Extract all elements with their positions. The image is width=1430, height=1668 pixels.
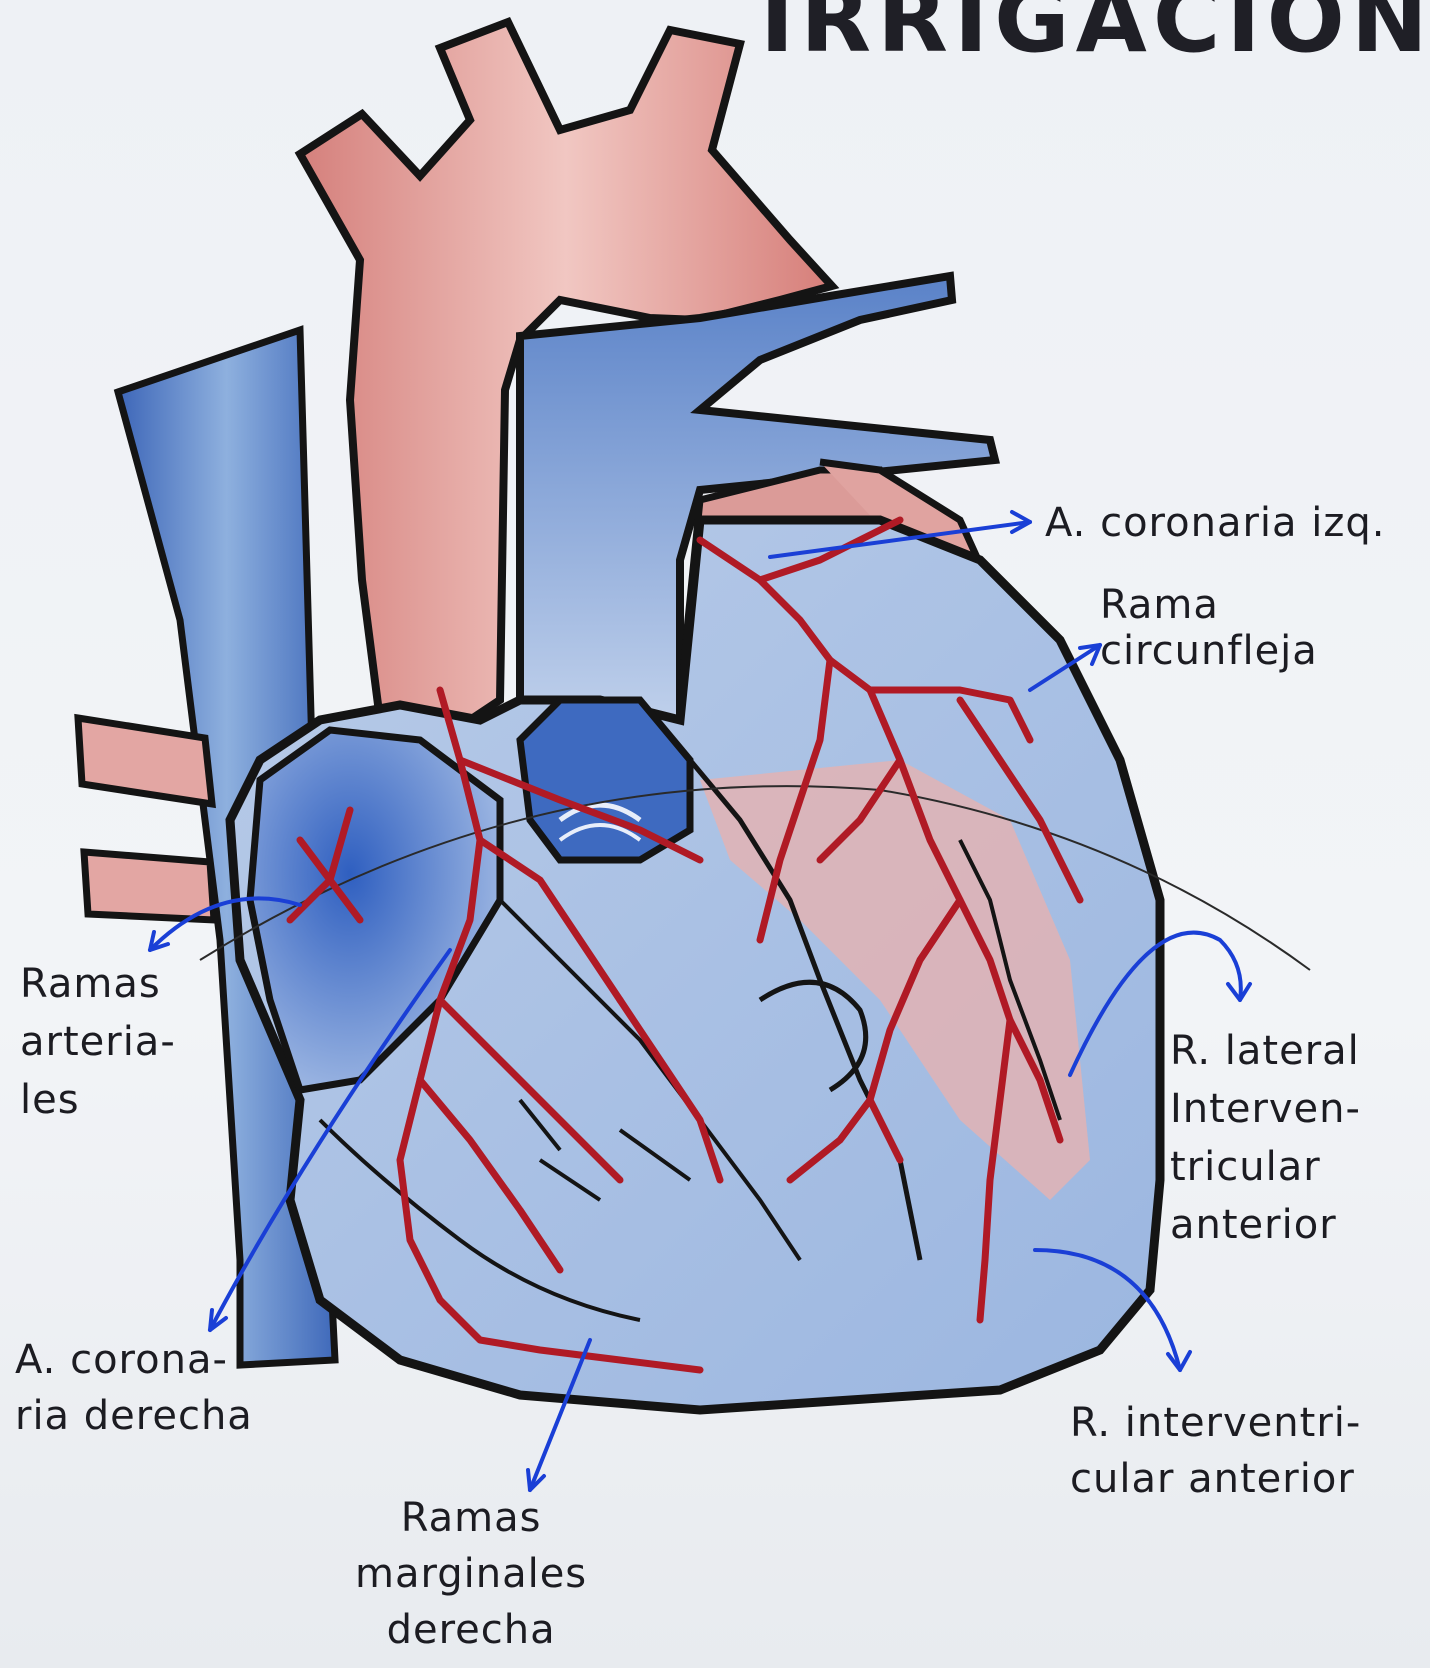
label-rama-circunfleja: Rama circunfleja [1100,582,1318,674]
label-line: derecha [355,1602,587,1658]
label-line: circunfleja [1100,628,1318,674]
label-line: anterior [1170,1196,1361,1254]
pulmonary-vein-stubs [78,718,214,920]
label-coronaria-izq: A. coronaria izq. [1045,498,1385,548]
label-interventricular-anterior: R. interventri- cular anterior [1070,1395,1361,1507]
label-coronaria-derecha: A. corona- ria derecha [15,1332,253,1444]
label-ramas-marginales: Ramas marginales derecha [355,1490,587,1658]
label-line: Rama [1100,582,1318,628]
label-line: ria derecha [15,1388,253,1444]
label-line: marginales [355,1546,587,1602]
label-line: tricular [1170,1138,1361,1196]
label-line: les [20,1071,176,1129]
label-line: R. lateral [1170,1022,1361,1080]
label-line: A. corona- [15,1332,253,1388]
label-lateral-interventricular: R. lateral Interven- tricular anterior [1170,1022,1361,1254]
label-line: R. interventri- [1070,1395,1361,1451]
label-line: Ramas [355,1490,587,1546]
label-ramas-arteriales: Ramas arteria- les [20,955,176,1129]
label-line: arteria- [20,1013,176,1071]
label-line: Interven- [1170,1080,1361,1138]
label-line: cular anterior [1070,1451,1361,1507]
label-line: Ramas [20,955,176,1013]
